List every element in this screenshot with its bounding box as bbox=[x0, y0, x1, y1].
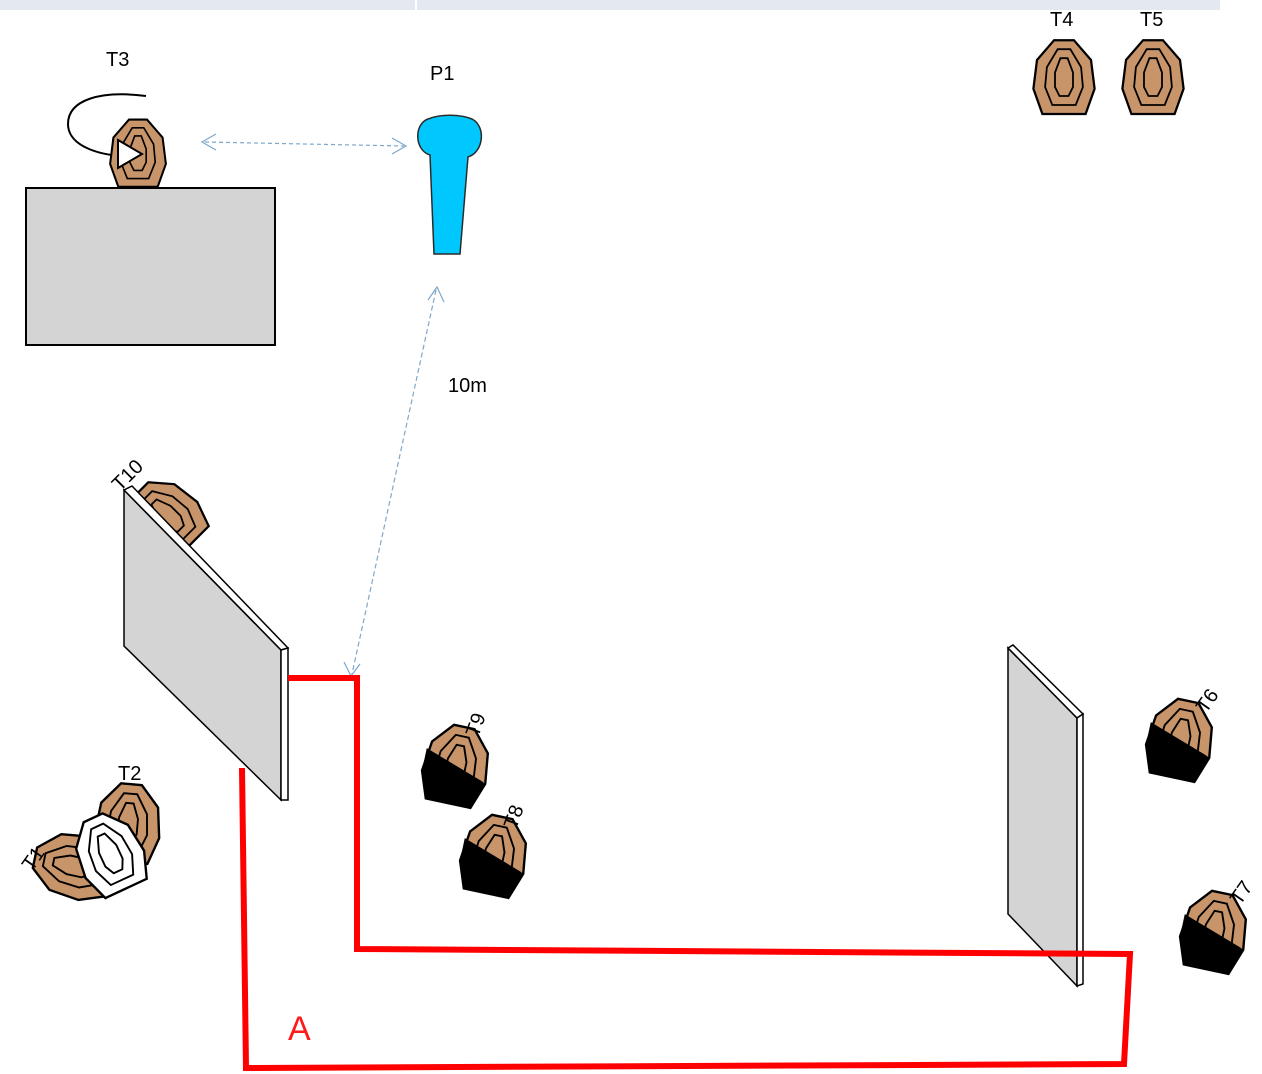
arrowhead-left bbox=[200, 133, 217, 151]
distance-label: 10m bbox=[448, 375, 487, 397]
shooting-area-label: A bbox=[288, 1010, 311, 1048]
wall-left bbox=[123, 488, 282, 802]
target-t5 bbox=[1121, 39, 1185, 116]
arrowhead-bottom bbox=[343, 661, 361, 678]
arrowhead-right bbox=[391, 137, 408, 155]
rotating-arrow-icon bbox=[66, 93, 147, 158]
wall-left-side bbox=[280, 647, 289, 801]
wall-right-side bbox=[1076, 712, 1084, 988]
table-barricade bbox=[25, 187, 276, 346]
label-t3: T3 bbox=[106, 49, 129, 71]
fault-line bbox=[239, 675, 1134, 1072]
swinger-icon bbox=[117, 138, 144, 170]
distance-line bbox=[351, 289, 437, 675]
label-t2: T2 bbox=[118, 763, 141, 785]
arrowhead-top bbox=[427, 285, 445, 303]
label-t5: T5 bbox=[1140, 9, 1163, 31]
header-strip bbox=[0, 0, 1220, 10]
label-t4: T4 bbox=[1050, 9, 1073, 31]
label-p1: P1 bbox=[430, 63, 454, 85]
target-t4 bbox=[1032, 39, 1096, 116]
shooter-p1 bbox=[417, 114, 482, 255]
shooter-figure-icon bbox=[417, 114, 482, 255]
guide-line-t3-p1 bbox=[204, 141, 405, 147]
